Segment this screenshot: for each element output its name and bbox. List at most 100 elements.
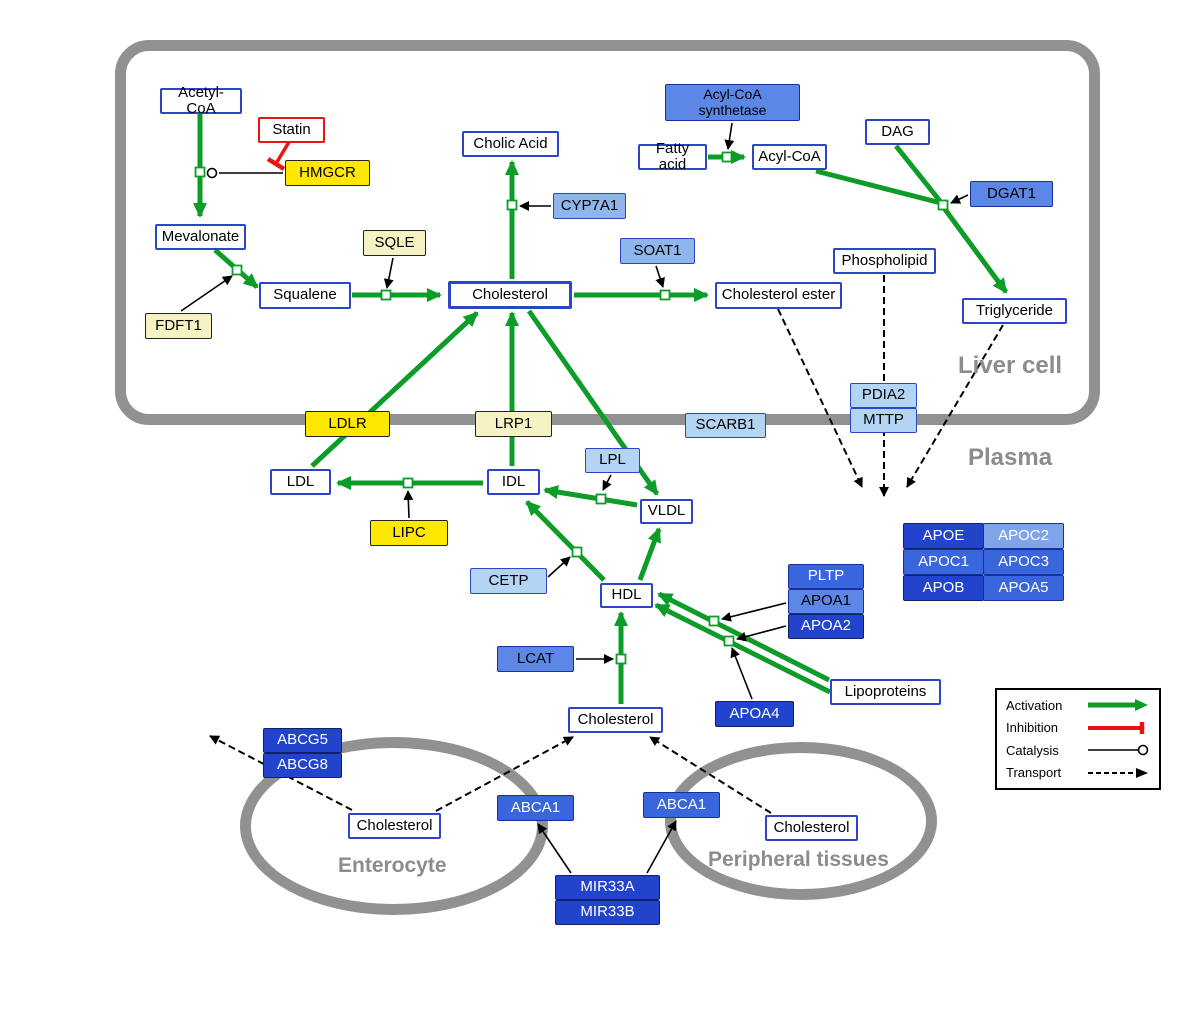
catalysis-cetp xyxy=(547,556,571,578)
node-lipc[interactable]: LIPC xyxy=(370,520,448,546)
legend-inhibition-label: Inhibition xyxy=(1006,720,1059,736)
node-fatty-acid[interactable]: Fatty acid xyxy=(638,140,707,173)
catalysis-soat1 xyxy=(655,265,665,288)
legend-row-inhibition: Inhibition xyxy=(1006,720,1150,736)
regulation-mir33-abca1-enterocyte xyxy=(537,823,572,874)
node-hmgcr[interactable]: HMGCR xyxy=(285,160,370,186)
node-abca1-enterocyte[interactable]: ABCA1 xyxy=(497,795,574,821)
node-mir33a[interactable]: MIR33A xyxy=(555,875,660,900)
node-apoc2[interactable]: APOC2 xyxy=(983,523,1064,549)
reaction-node xyxy=(721,151,733,163)
node-cholesterol-plasma[interactable]: Cholesterol xyxy=(568,707,663,733)
reaction-node xyxy=(708,615,720,627)
reaction-node xyxy=(506,199,518,211)
transport-enterocyte-cholesterol-plasma xyxy=(435,736,574,812)
node-acetyl-coa[interactable]: Acetyl-CoA xyxy=(160,84,242,117)
node-mevalonate[interactable]: Mevalonate xyxy=(155,224,246,250)
reaction-node xyxy=(723,635,735,647)
node-cholesterol-peripheral[interactable]: Cholesterol xyxy=(765,815,858,841)
node-sqle[interactable]: SQLE xyxy=(363,230,426,256)
legend-transport-label: Transport xyxy=(1006,765,1062,781)
node-cholic-acid[interactable]: Cholic Acid xyxy=(462,131,559,157)
node-lpl[interactable]: LPL xyxy=(585,448,640,473)
node-abcg8[interactable]: ABCG8 xyxy=(263,753,342,778)
node-fdft1[interactable]: FDFT1 xyxy=(145,313,212,339)
node-triglyceride[interactable]: Triglyceride xyxy=(962,298,1067,324)
catalysis-sqle xyxy=(383,257,394,289)
node-apob[interactable]: APOB xyxy=(903,575,984,601)
catalysis-apoa4 xyxy=(730,647,753,700)
node-idl[interactable]: IDL xyxy=(487,469,540,495)
catalysis-lipc xyxy=(403,490,414,519)
node-soat1[interactable]: SOAT1 xyxy=(620,238,695,264)
node-ldlr[interactable]: LDLR xyxy=(305,411,390,437)
node-abcg5[interactable]: ABCG5 xyxy=(263,728,342,753)
catalysis-fdft1 xyxy=(180,275,233,312)
legend-row-activation: Activation xyxy=(1006,697,1150,713)
transport-triglyceride-plasma xyxy=(906,324,1004,488)
edge-hdl-idl-via-cetp xyxy=(525,500,606,582)
node-ldl[interactable]: LDL xyxy=(270,469,331,495)
enterocyte-label: Enterocyte xyxy=(338,854,447,877)
inhibition-tbar-icon xyxy=(1088,721,1145,734)
catalysis-apoa1 xyxy=(721,602,787,622)
reaction-node xyxy=(194,166,206,178)
node-cyp7a1[interactable]: CYP7A1 xyxy=(553,193,626,219)
legend: Activation Inhibition Catalysis Transpor… xyxy=(995,688,1161,790)
node-dgat1[interactable]: DGAT1 xyxy=(970,181,1053,207)
reaction-node xyxy=(937,199,949,211)
reaction-node xyxy=(615,653,627,665)
node-dag[interactable]: DAG xyxy=(865,119,930,145)
reaction-node xyxy=(595,493,607,505)
node-acyl-coa-synthetase[interactable]: Acyl-CoA synthetase xyxy=(665,84,800,121)
node-apoa4[interactable]: APOA4 xyxy=(715,701,794,727)
catalysis-circle-icon xyxy=(1088,745,1149,756)
node-hdl[interactable]: HDL xyxy=(600,583,653,608)
node-lcat[interactable]: LCAT xyxy=(497,646,574,672)
plasma-label: Plasma xyxy=(968,444,1053,471)
node-lipoproteins[interactable]: Lipoproteins xyxy=(830,679,941,705)
node-apoe[interactable]: APOE xyxy=(903,523,984,549)
node-cholesterol-liver[interactable]: Cholesterol xyxy=(448,281,572,309)
activation-arrow-icon xyxy=(1088,699,1148,711)
node-apoa1[interactable]: APOA1 xyxy=(788,589,864,614)
node-lrp1[interactable]: LRP1 xyxy=(475,411,552,437)
node-cholesterol-ester[interactable]: Cholesterol ester xyxy=(715,282,842,309)
node-pdia2[interactable]: PDIA2 xyxy=(850,383,917,408)
catalysis-dgat1 xyxy=(950,194,969,204)
node-statin[interactable]: Statin xyxy=(258,117,325,143)
node-squalene[interactable]: Squalene xyxy=(259,282,351,309)
node-cholesterol-enterocyte[interactable]: Cholesterol xyxy=(348,813,441,839)
edge-vldl-idl xyxy=(543,485,638,508)
node-apoa5[interactable]: APOA5 xyxy=(983,575,1064,601)
inhibition-statin-bar xyxy=(266,157,286,171)
catalysis-acylcoa-synthetase xyxy=(724,122,735,150)
node-mttp[interactable]: MTTP xyxy=(850,408,917,433)
regulation-mir33-abca1-peripheral xyxy=(646,820,677,874)
legend-activation-label: Activation xyxy=(1006,697,1063,713)
legend-row-transport: Transport xyxy=(1006,765,1150,781)
reaction-node xyxy=(380,289,392,301)
node-mir33b[interactable]: MIR33B xyxy=(555,900,660,925)
edge-hdl-vldl xyxy=(637,527,662,581)
node-abca1-peripheral[interactable]: ABCA1 xyxy=(643,792,720,818)
edge-dag-junction xyxy=(894,144,942,203)
transport-peripheral-cholesterol-plasma xyxy=(649,736,772,814)
legend-row-catalysis: Catalysis xyxy=(1006,742,1150,758)
node-apoc3[interactable]: APOC3 xyxy=(983,549,1064,575)
node-apoa2[interactable]: APOA2 xyxy=(788,614,864,639)
node-phospholipid[interactable]: Phospholipid xyxy=(833,248,936,274)
node-pltp[interactable]: PLTP xyxy=(788,564,864,589)
node-apoc1[interactable]: APOC1 xyxy=(903,549,984,575)
node-scarb1[interactable]: SCARB1 xyxy=(685,413,766,438)
peripheral-tissues-label: Peripheral tissues xyxy=(708,848,889,871)
liver-cell-label: Liver cell xyxy=(958,352,1063,379)
node-acyl-coa[interactable]: Acyl-CoA xyxy=(752,144,827,170)
node-vldl[interactable]: VLDL xyxy=(640,499,693,524)
edge-acylcoa-junction xyxy=(815,168,942,206)
catalysis-apoa2 xyxy=(736,625,787,642)
edge-junction-triglyceride xyxy=(941,206,1009,294)
transport-dashed-arrow-icon xyxy=(1088,767,1148,778)
node-cetp[interactable]: CETP xyxy=(470,568,547,594)
